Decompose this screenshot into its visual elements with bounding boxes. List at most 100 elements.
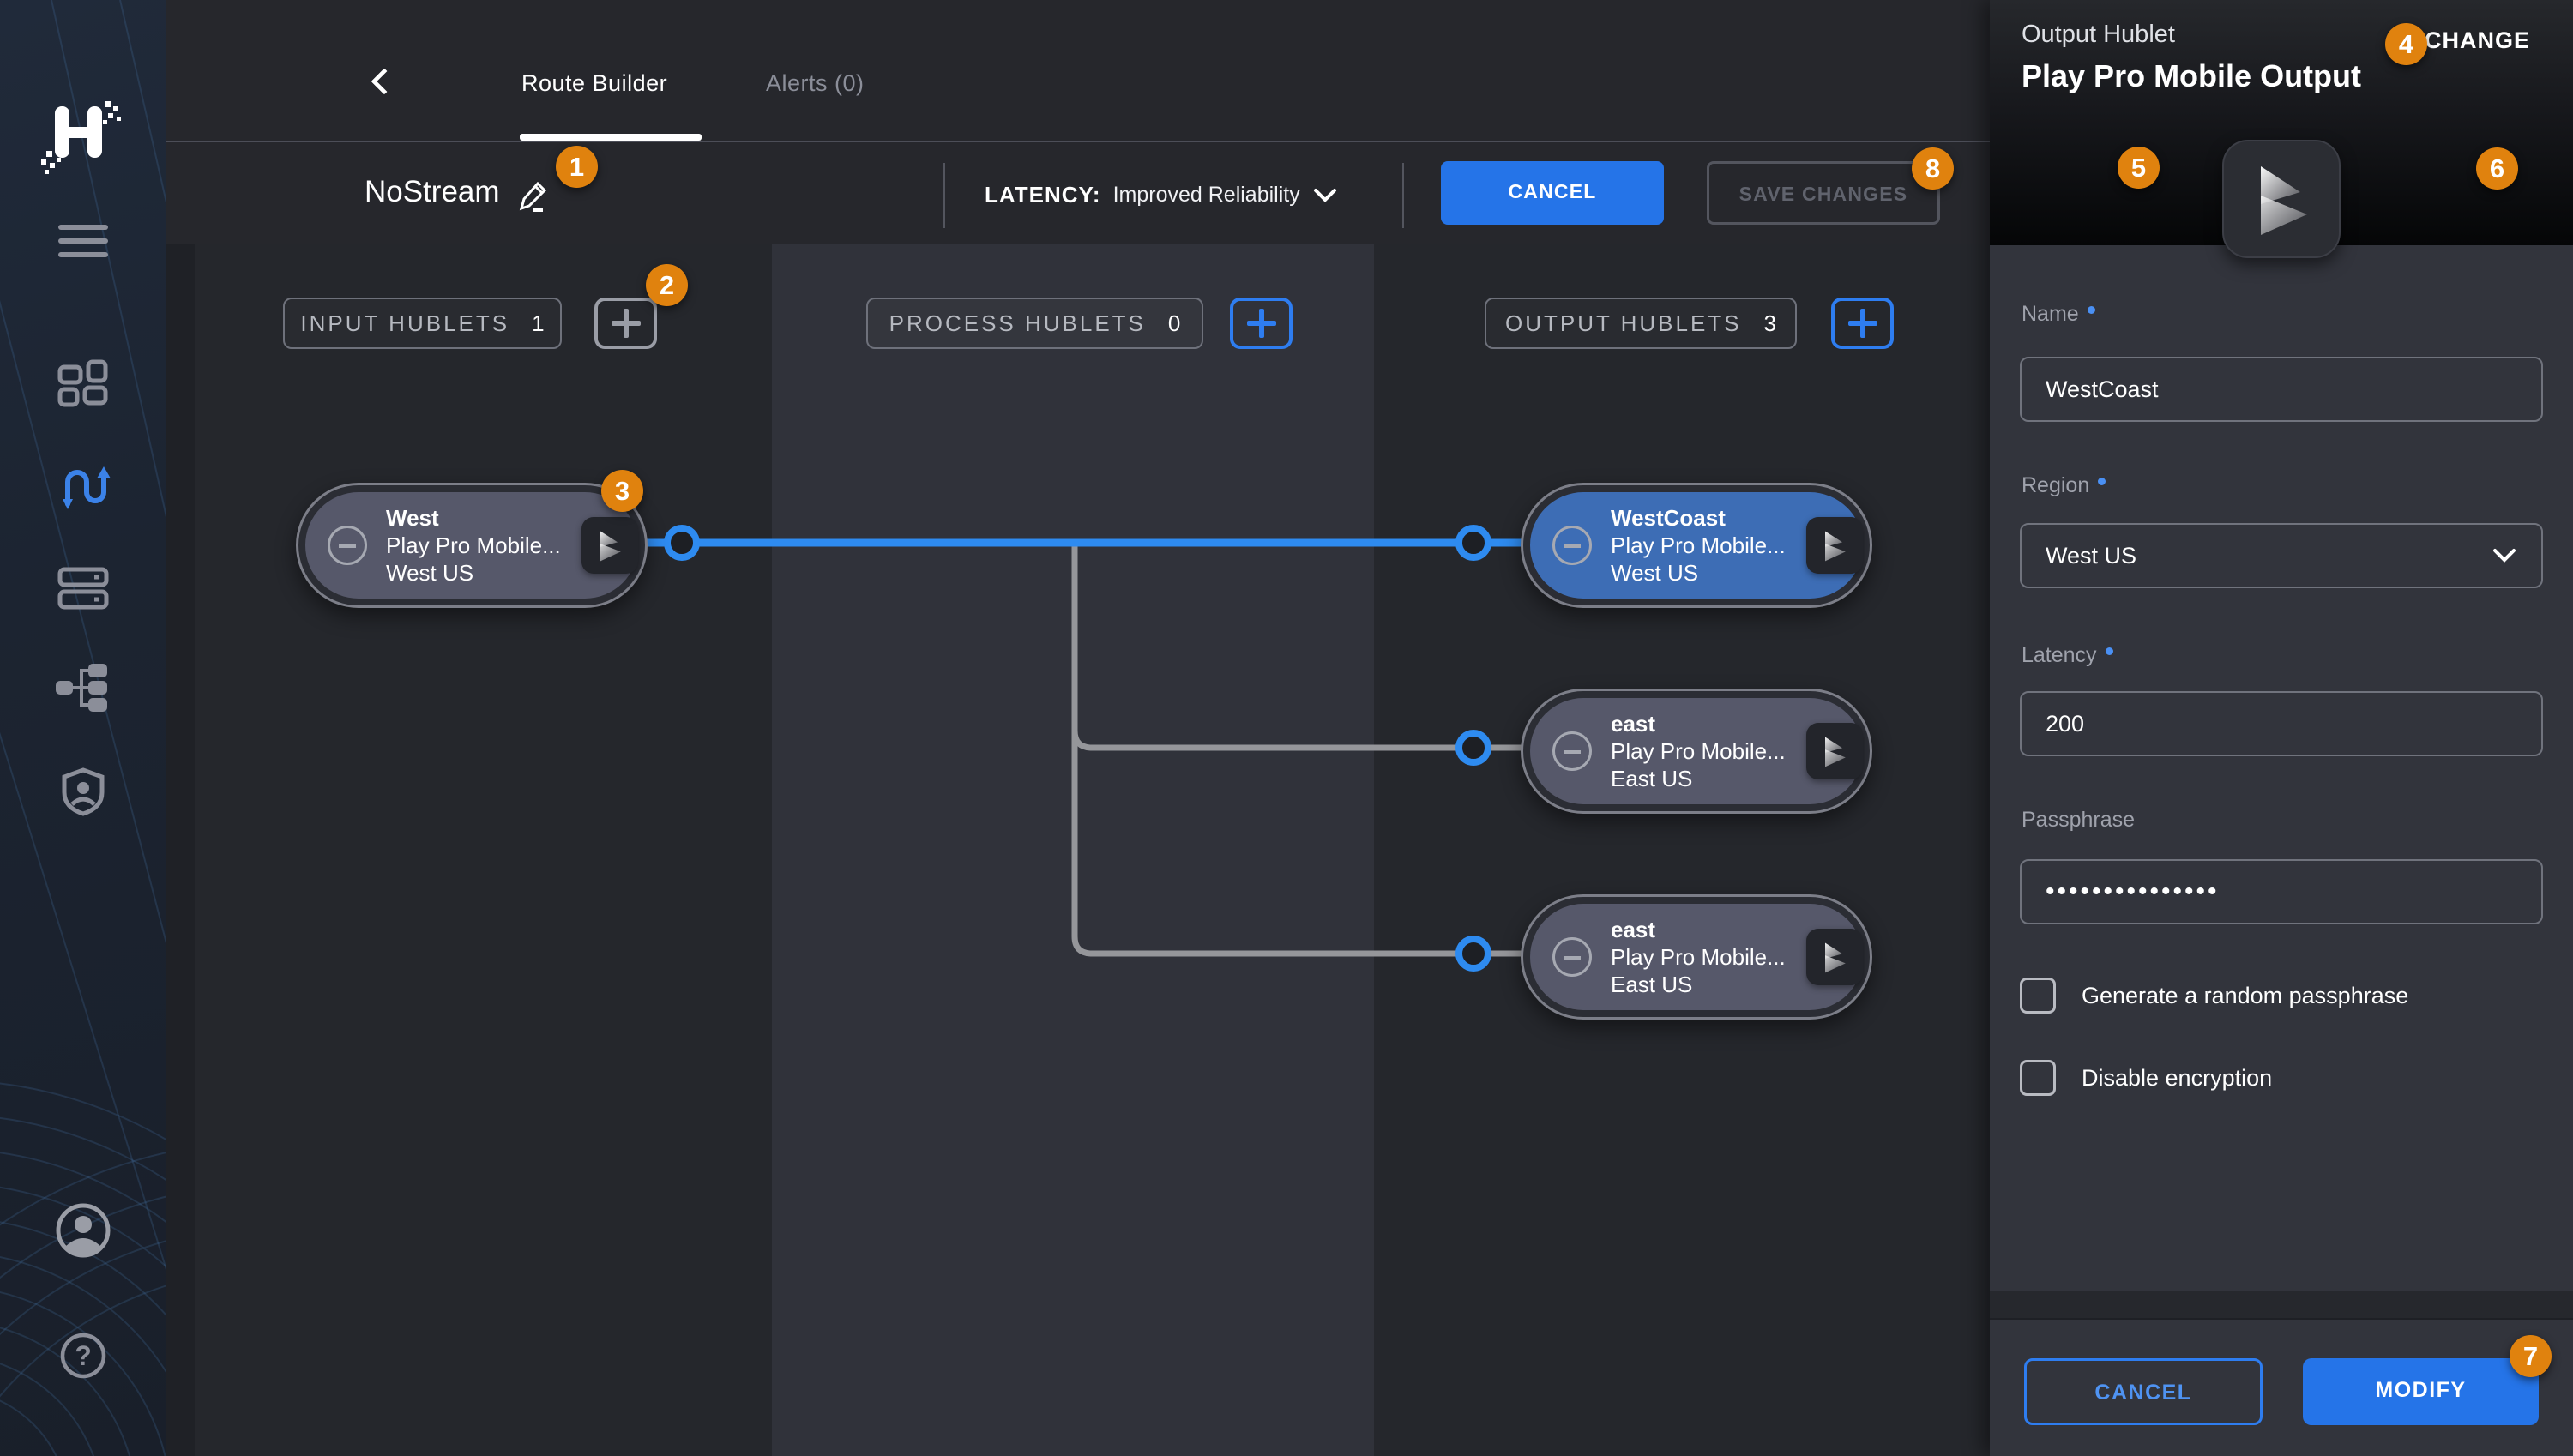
help-icon[interactable]: ? [0, 1331, 166, 1381]
route-name: NoStream [365, 175, 500, 208]
node-region: East US [1611, 766, 1693, 791]
latency-label: LATENCY: [985, 182, 1101, 208]
region-field-label: Region [2022, 473, 2106, 498]
edit-route-name-icon[interactable] [515, 177, 551, 217]
output-hublet-node-east-1[interactable]: east Play Pro Mobile... East US [1521, 689, 1872, 814]
checkbox-unchecked[interactable] [2020, 978, 2056, 1014]
name-field-label: Name [2022, 302, 2095, 327]
input-hublets-label: INPUT HUBLETS [300, 310, 510, 336]
required-dot [2105, 647, 2113, 655]
output-hublets-header: OUTPUT HUBLETS 3 [1485, 298, 1797, 349]
node-region: East US [1611, 972, 1693, 997]
hublet-title: Play Pro Mobile Output [2022, 58, 2362, 93]
passphrase-input[interactable] [2020, 859, 2543, 924]
remove-node-icon[interactable] [1552, 937, 1592, 977]
port-output-east-2[interactable] [1455, 936, 1491, 972]
node-region: West US [386, 560, 474, 586]
panel-scroll-edge [1990, 1291, 2573, 1318]
output-hublet-node-westcoast[interactable]: WestCoast Play Pro Mobile... West US [1521, 483, 1872, 608]
add-process-hublet-button[interactable] [1230, 298, 1293, 349]
menu-hamburger-icon[interactable] [0, 219, 166, 263]
save-changes-button[interactable]: SAVE CHANGES [1707, 161, 1940, 225]
sidebar-item-security[interactable] [0, 765, 166, 818]
input-hublets-count: 1 [532, 310, 545, 336]
chevron-down-icon [1313, 188, 1336, 202]
play-pro-logo-icon [1806, 929, 1863, 985]
sidebar: ? [0, 0, 166, 1456]
panel-modify-button[interactable]: MODIFY [2303, 1358, 2539, 1425]
play-pro-logo-icon [1806, 517, 1863, 574]
region-selected-value: West US [2046, 542, 2137, 569]
sidebar-item-dashboard[interactable] [0, 358, 166, 408]
output-hublet-node-east-2[interactable]: east Play Pro Mobile... East US [1521, 894, 1872, 1020]
node-title: West [386, 505, 439, 531]
checkbox-unchecked[interactable] [2020, 1060, 2056, 1096]
hublet-detail-panel: Output Hublet Play Pro Mobile Output CHA… [1990, 0, 2573, 1456]
cancel-route-button[interactable]: CANCEL [1441, 161, 1664, 225]
add-output-hublet-button[interactable] [1831, 298, 1894, 349]
latency-dropdown[interactable]: LATENCY: Improved Reliability [985, 182, 1338, 208]
node-title: east [1611, 917, 1656, 942]
change-button[interactable]: CHANGE [2424, 27, 2530, 53]
checkbox-label: Disable encryption [2082, 1064, 2273, 1091]
toolbar-divider [1402, 163, 1404, 228]
port-input-west[interactable] [664, 525, 700, 561]
node-stream: Play Pro Mobile... [1611, 738, 1786, 764]
node-region: West US [1611, 560, 1699, 586]
top-tab-bar: Route Builder Alerts (0) [166, 0, 1990, 142]
play-pro-logo-icon [1806, 723, 1863, 779]
tab-route-builder[interactable]: Route Builder [521, 70, 668, 96]
node-stream: Play Pro Mobile... [1611, 944, 1786, 970]
annotation-badge-6: 6 [2476, 147, 2518, 190]
canvas-left-gutter [166, 244, 195, 1456]
plus-icon [1246, 309, 1276, 338]
passphrase-field-label: Passphrase [2022, 808, 2136, 832]
account-icon[interactable] [0, 1202, 166, 1259]
panel-footer: CANCEL MODIFY [1990, 1318, 2573, 1456]
output-hublets-count: 3 [1763, 310, 1777, 336]
hublet-kind-label: Output Hublet [2022, 21, 2175, 48]
sidebar-item-network[interactable] [0, 662, 166, 713]
node-stream: Play Pro Mobile... [1611, 532, 1786, 558]
remove-node-icon[interactable] [328, 526, 367, 565]
region-select[interactable]: West US [2020, 523, 2543, 588]
latency-input[interactable] [2020, 691, 2543, 756]
annotation-badge-4: 4 [2385, 23, 2427, 65]
disable-encryption-checkbox-row[interactable]: Disable encryption [2020, 1060, 2272, 1096]
name-input[interactable] [2020, 357, 2543, 422]
required-dot [2087, 306, 2095, 314]
sidebar-item-routes-active[interactable] [0, 460, 166, 513]
process-hublets-count: 0 [1167, 310, 1181, 336]
back-chevron-icon [371, 68, 398, 95]
input-hublet-node-west[interactable]: West Play Pro Mobile... West US [296, 483, 648, 608]
panel-cancel-button[interactable]: CANCEL [2024, 1358, 2263, 1425]
remove-node-icon[interactable] [1552, 526, 1592, 565]
sidebar-item-servers[interactable] [0, 564, 166, 614]
chevron-down-icon [2493, 549, 2516, 563]
route-toolbar: NoStream LATENCY: Improved Reliability C… [166, 144, 1990, 244]
latency-field-label: Latency [2022, 643, 2113, 668]
generate-passphrase-checkbox-row[interactable]: Generate a random passphrase [2020, 978, 2408, 1014]
back-button[interactable] [368, 68, 402, 103]
panel-header: Output Hublet Play Pro Mobile Output CHA… [1990, 0, 2573, 245]
port-output-east-1[interactable] [1455, 730, 1491, 766]
toolbar-divider [943, 163, 945, 228]
tab-alerts[interactable]: Alerts (0) [766, 70, 865, 96]
process-column-background [772, 244, 1374, 1456]
required-dot [2098, 478, 2106, 485]
process-hublets-label: PROCESS HUBLETS [889, 310, 1146, 336]
plus-icon [611, 309, 641, 338]
annotation-badge-3: 3 [601, 470, 643, 512]
route-canvas: INPUT HUBLETS 1 PROCESS HUBLETS 0 OUTPUT… [166, 244, 1990, 1456]
app-logo[interactable] [0, 94, 166, 180]
output-hublets-label: OUTPUT HUBLETS [1504, 310, 1742, 336]
port-output-westcoast[interactable] [1455, 525, 1491, 561]
annotation-badge-7: 7 [2510, 1335, 2552, 1377]
process-hublets-header: PROCESS HUBLETS 0 [866, 298, 1203, 349]
remove-node-icon[interactable] [1552, 731, 1592, 771]
annotation-badge-2: 2 [646, 264, 688, 306]
node-stream: Play Pro Mobile... [386, 532, 561, 558]
plus-icon [1847, 309, 1877, 338]
add-input-hublet-button[interactable] [594, 298, 657, 349]
annotation-badge-8: 8 [1912, 147, 1954, 190]
